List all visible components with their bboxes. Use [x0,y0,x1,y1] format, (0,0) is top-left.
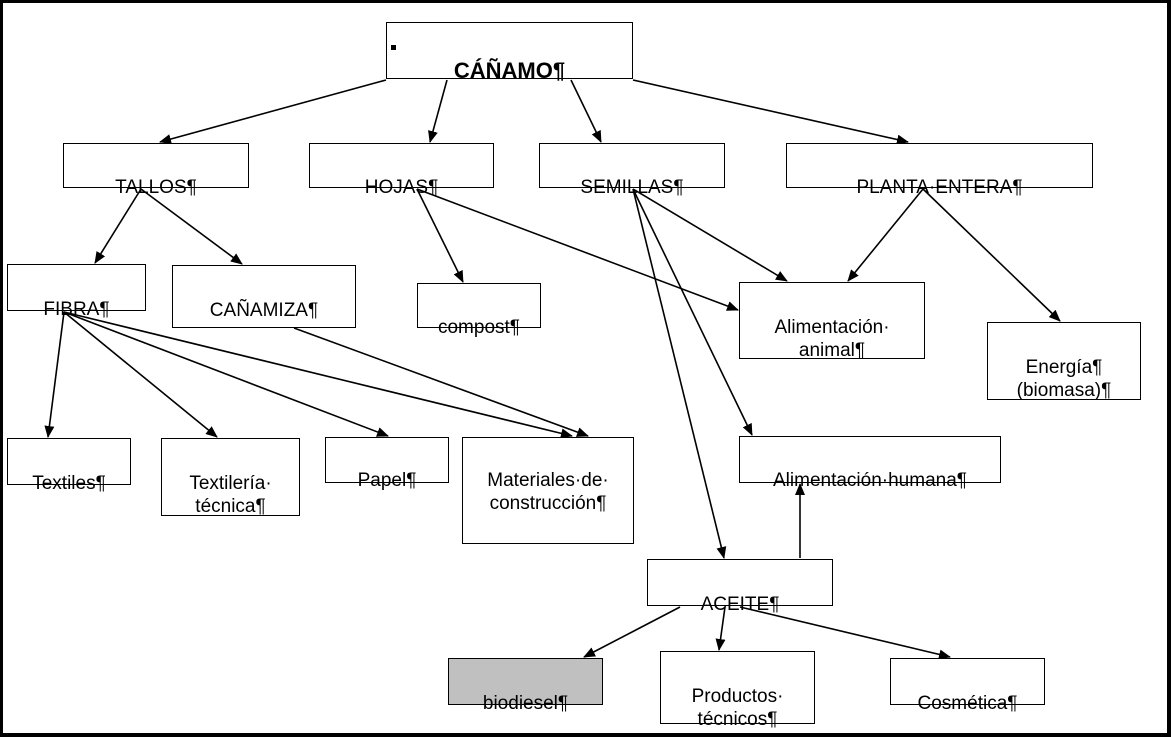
arrow-semillas-to-alim_animal [632,188,788,282]
node-aceite: ACEITE¶ [647,559,833,615]
node-compost-label: compost¶ [437,317,520,338]
arrow-root-to-semillas [570,79,602,143]
node-planta-entera: PLANTA·ENTERA¶ [786,143,1093,198]
node-semillas-label: SEMILLAS¶ [580,177,684,198]
node-tallos-label: TALLOS¶ [115,177,197,198]
node-canamiza-label: CAÑAMIZA¶ [209,300,319,321]
arrow-planta-to-energia [922,188,1061,322]
node-materiales-construccion-label: Materiales·de· construcción¶ [487,470,609,514]
node-canamo: CÁÑAMO¶ [386,22,633,82]
bullet-mark [391,45,396,50]
arrow-semillas-to-alim_humana [632,188,753,436]
node-semillas: SEMILLAS¶ [539,143,725,198]
node-alimentacion-animal-label: Alimentación· animal¶ [774,317,890,361]
arrow-hojas-to-alim_animal [416,188,739,311]
arrow-semillas-to-aceite [632,188,727,559]
node-fibra-label: FIBRA¶ [43,299,110,320]
arrow-fibra-to-textileria [63,311,218,438]
node-papel-label: Papel¶ [357,470,417,491]
node-papel: Papel¶ [325,437,449,491]
node-planta-entera-label: PLANTA·ENTERA¶ [856,177,1023,198]
node-energia-label: Energía¶ (biomasa)¶ [1016,357,1112,401]
arrow-fibra-to-materiales [63,311,573,439]
node-textiles: Textiles¶ [7,438,131,494]
node-hojas: HOJAS¶ [309,143,494,198]
node-materiales-construccion: Materiales·de· construcción¶ [462,437,634,544]
node-hojas-label: HOJAS¶ [364,177,439,198]
node-cosmetica-label: Cosmética¶ [917,693,1018,714]
node-textileria-tecnica-label: Textilería· técnica¶ [189,473,272,517]
node-alimentacion-humana-label: Alimentación·humana¶ [773,470,967,491]
node-compost: compost¶ [417,283,541,338]
arrow-fibra-to-papel [63,311,389,437]
arrow-aceite-to-biodiesel [583,606,681,658]
node-productos-tecnicos: Productos· técnicos¶ [660,651,815,730]
node-biodiesel: biodiesel¶ [448,658,603,714]
arrow-aceite-to-productos [715,606,726,651]
arrow-aceite-to-cosmetica [739,606,951,660]
node-fibra: FIBRA¶ [7,264,146,320]
arrow-fibra-to-textiles [44,311,65,438]
node-canamo-label: CÁÑAMO¶ [453,58,566,83]
arrow-canamiza-to-materiales [293,327,589,437]
node-energia: Energía¶ (biomasa)¶ [987,322,1141,401]
node-productos-tecnicos-label: Productos· técnicos¶ [691,686,784,730]
arrow-tallos-to-fibra [94,188,142,264]
node-alimentacion-animal: Alimentación· animal¶ [739,282,925,361]
node-aceite-label: ACEITE¶ [700,594,780,615]
node-tallos: TALLOS¶ [63,143,249,198]
node-textiles-label: Textiles¶ [32,473,106,494]
arrow-root-to-tallos [159,79,387,144]
arrow-tallos-to-canamiza [140,188,243,265]
node-textileria-tecnica: Textilería· técnica¶ [161,438,300,517]
arrow-root-to-hojas [428,79,448,143]
arrow-root-to-planta [632,79,909,145]
node-canamiza: CAÑAMIZA¶ [172,265,356,328]
arrow-planta-to-alim_animal [847,188,924,282]
node-alimentacion-humana: Alimentación·humana¶ [739,436,1001,491]
node-biodiesel-label: biodiesel¶ [482,693,569,714]
node-cosmetica: Cosmética¶ [890,658,1045,714]
arrow-hojas-to-compost [416,188,464,283]
